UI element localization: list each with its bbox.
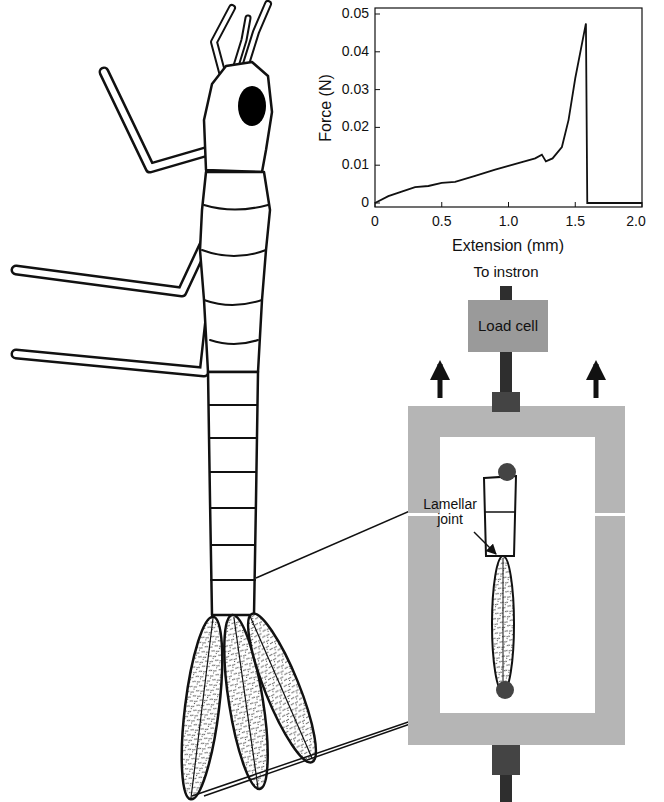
load-cell-box: Load cell — [468, 300, 548, 352]
axis-tick — [441, 202, 442, 207]
node-label: Load cell — [473, 317, 543, 334]
tick-label: 0.02 — [342, 120, 369, 135]
tick-label: 0.01 — [342, 157, 369, 172]
axis-tick — [375, 127, 380, 128]
axis-tick — [375, 14, 380, 15]
tick-label: 1.5 — [566, 214, 585, 229]
plot-frame — [375, 8, 642, 207]
test-rig — [408, 286, 625, 802]
axis-title: Force (N) — [317, 74, 335, 142]
tick-label: 0.04 — [342, 44, 369, 59]
tick-label: 0.05 — [342, 6, 369, 21]
tick-label: 2.0 — [626, 214, 645, 229]
rig-label: To instron — [473, 264, 538, 281]
tick-label: 0.03 — [342, 82, 369, 97]
axis-title: Extension (mm) — [452, 237, 564, 255]
axis-tick — [575, 202, 576, 207]
tick-label: 0 — [371, 214, 379, 229]
axis-tick — [375, 89, 380, 90]
data-curve — [375, 23, 642, 203]
tick-label: 0 — [361, 195, 369, 210]
callout-label: Lamellar joint — [417, 497, 483, 528]
axis-tick — [375, 165, 380, 166]
tick-label: 1.0 — [499, 214, 518, 229]
nymph-drawing — [16, 4, 328, 801]
axis-tick — [508, 202, 509, 207]
tick-label: 0.5 — [432, 214, 451, 229]
axis-tick — [375, 51, 380, 52]
force-extension-chart — [375, 8, 642, 207]
